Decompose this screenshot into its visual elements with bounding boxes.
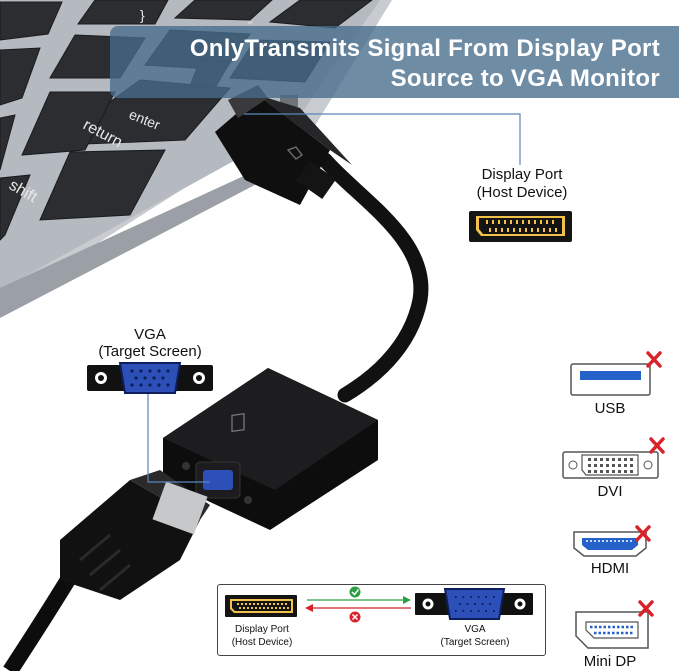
- strip-target-subtitle: (Target Screen): [440, 637, 510, 648]
- displayport-callout-line: [244, 113, 521, 165]
- vga-callout-line: [147, 386, 210, 483]
- vga-adapter-box: [163, 368, 378, 530]
- cross-icon: [349, 611, 361, 623]
- vga-connector-icon: [87, 362, 213, 394]
- vga-male-plug: [3, 470, 210, 671]
- mini-dp-port-icon: [575, 611, 649, 649]
- headline-line-1: OnlyTransmits Signal From Display Port: [189, 35, 660, 62]
- dvi-not-supported-icon: [649, 437, 665, 454]
- vga-label-title: VGA: [134, 326, 166, 343]
- usb-port-icon: [570, 363, 651, 396]
- strip-displayport-icon: [225, 595, 297, 617]
- strip-source-subtitle: (Host Device): [231, 637, 293, 648]
- headline-line-2: Source to VGA Monitor: [390, 65, 660, 92]
- displayport-plug: [215, 85, 429, 403]
- hdmi-not-supported-icon: [635, 525, 651, 542]
- hdmi-port-icon: [573, 531, 647, 557]
- forward-arrow: [307, 596, 411, 604]
- dvi-label: DVI: [597, 483, 623, 500]
- displayport-connector-icon: [469, 211, 572, 242]
- bracket-key-label: }: [140, 7, 145, 23]
- usb-not-supported-icon: [646, 351, 662, 368]
- strip-vga-icon: [415, 588, 533, 620]
- reverse-arrow: [305, 604, 411, 612]
- displayport-label-title: Display Port: [481, 166, 563, 183]
- vga-label-subtitle: (Target Screen): [98, 343, 202, 360]
- strip-source-title: Display Port: [235, 624, 289, 635]
- strip-target-title: VGA: [464, 624, 486, 635]
- headline-banner: [110, 26, 679, 98]
- displayport-label-subtitle: (Host Device): [476, 184, 568, 201]
- mini-dp-not-supported-icon: [638, 600, 654, 617]
- hdmi-label: HDMI: [590, 560, 630, 577]
- mini-dp-label: Mini DP: [583, 653, 637, 670]
- signal-direction-diagram: [225, 586, 533, 623]
- check-icon: [349, 586, 361, 598]
- dvi-port-icon: [562, 451, 659, 479]
- usb-label: USB: [594, 400, 626, 417]
